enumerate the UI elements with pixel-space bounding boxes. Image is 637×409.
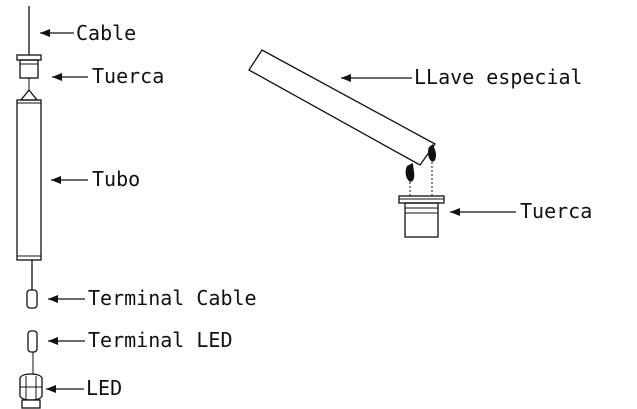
- label-tuerca-left: Tuerca: [92, 64, 164, 88]
- tube-part: [16, 99, 42, 261]
- left-assembly: [16, 6, 43, 409]
- led-part: [19, 352, 43, 409]
- tubo-callout: Tubo: [51, 167, 140, 191]
- terminal-led-part: [27, 330, 38, 353]
- label-led: LED: [86, 376, 122, 400]
- special-wrench: [248, 49, 436, 196]
- label-terminal-led: Terminal LED: [88, 328, 233, 352]
- tuerca-left-callout: Tuerca: [52, 64, 164, 88]
- tuerca-right-callout: Tuerca: [450, 199, 592, 223]
- cable-callout: Cable: [40, 21, 136, 45]
- label-llave-especial: LLave especial: [414, 65, 583, 89]
- terminal-led-callout: Terminal LED: [48, 328, 233, 352]
- nut-left-part: [16, 54, 42, 79]
- label-terminal-cable: Terminal Cable: [88, 286, 257, 310]
- tube-cap: [19, 78, 39, 101]
- terminal-cable-callout: Terminal Cable: [48, 286, 257, 310]
- wrench-prong-right: [427, 144, 436, 162]
- label-cable: Cable: [76, 21, 136, 45]
- label-tuerca-right: Tuerca: [520, 199, 592, 223]
- label-tubo: Tubo: [92, 167, 140, 191]
- wrench-prong-left: [405, 163, 415, 182]
- llave-callout: LLave especial: [341, 65, 583, 89]
- nut-right-part: [398, 195, 445, 238]
- terminal-cable-part: [26, 289, 38, 309]
- led-callout: LED: [46, 376, 122, 400]
